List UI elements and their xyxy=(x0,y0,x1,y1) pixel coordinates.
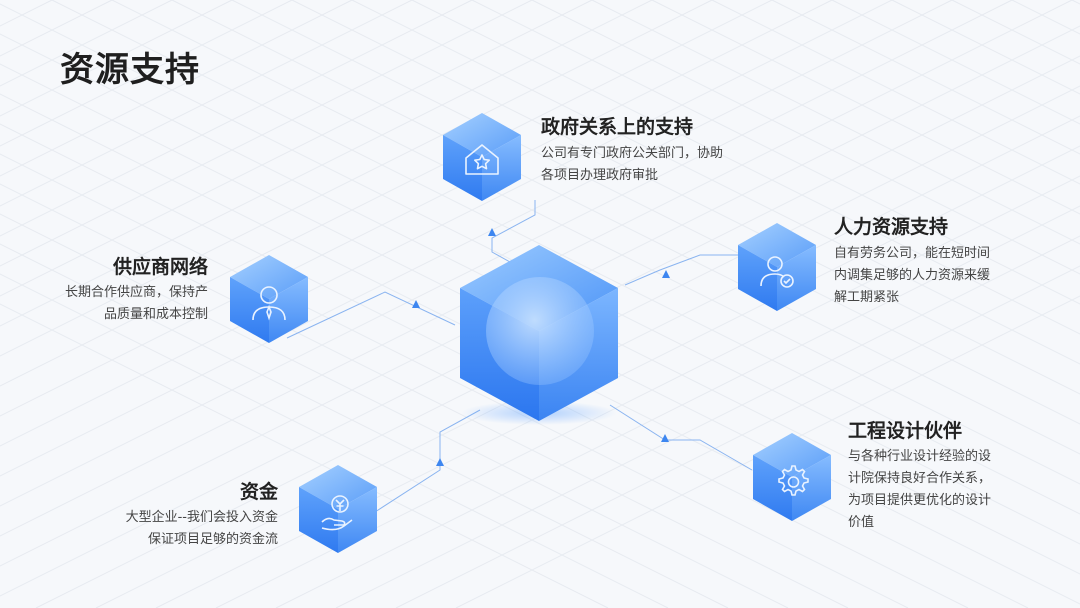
gear-icon xyxy=(778,465,809,496)
yen-hand-icon xyxy=(321,495,353,531)
hr-desc-line: 自有劳务公司，能在短时间 xyxy=(834,246,991,261)
engineering-desc-line: 与各种行业设计经验的设 xyxy=(848,449,992,464)
hr-desc-line: 解工期紧张 xyxy=(834,290,900,305)
government-desc: 公司有专门政府公关部门，协助 各项目办理政府审批 xyxy=(541,143,723,187)
center-cube xyxy=(460,245,618,425)
engineering-title: 工程设计伙伴 xyxy=(848,420,963,442)
arrow-hr xyxy=(662,270,670,278)
connector-government xyxy=(491,200,536,263)
hr-title: 人力资源支持 xyxy=(834,216,949,238)
engineering-cube xyxy=(753,433,831,521)
funding-desc: 大型企业--我们会投入资金 保证项目足够的资金流 xyxy=(90,507,278,551)
connector-hr xyxy=(624,254,738,286)
page-title: 资源支持 xyxy=(60,50,200,90)
engineering-desc-line: 为项目提供更优化的设计 xyxy=(848,493,992,508)
hr-desc: 自有劳务公司，能在短时间 内调集足够的人力资源来缓 解工期紧张 xyxy=(834,243,990,309)
funding-desc-line: 保证项目足够的资金流 xyxy=(147,532,278,547)
person-tie-icon xyxy=(252,286,286,321)
supplier-desc: 长期合作供应商，保持产 品质量和成本控制 xyxy=(40,282,208,326)
hr-desc-line: 内调集足够的人力资源来缓 xyxy=(834,268,991,283)
funding-title: 资金 xyxy=(239,481,278,503)
person-check-icon xyxy=(760,256,794,288)
funding-desc-line: 大型企业--我们会投入资金 xyxy=(125,510,278,525)
supplier-title: 供应商网络 xyxy=(112,256,208,278)
engineering-desc-line: 计院保持良好合作关系， xyxy=(848,471,992,486)
supplier-desc-line: 品质量和成本控制 xyxy=(103,307,208,322)
supplier-cube xyxy=(230,255,308,343)
connector-engineering xyxy=(609,404,753,471)
connector-supplier xyxy=(286,291,456,339)
government-title: 政府关系上的支持 xyxy=(541,116,694,138)
engineering-desc-line: 价值 xyxy=(848,515,875,530)
house-star-icon xyxy=(465,144,499,175)
government-desc-line: 各项目办理政府审批 xyxy=(541,168,659,183)
arrow-supplier xyxy=(412,300,420,308)
arrow-funding xyxy=(436,458,444,466)
arrow-engineering xyxy=(661,434,669,442)
engineering-desc: 与各种行业设计经验的设 计院保持良好合作关系， 为项目提供更优化的设计 价值 xyxy=(848,446,991,534)
hr-cube xyxy=(738,223,816,311)
arrow-government xyxy=(488,228,496,236)
supplier-desc-line: 长期合作供应商，保持产 xyxy=(64,285,208,300)
government-desc-line: 公司有专门政府公关部门，协助 xyxy=(541,146,724,161)
funding-cube xyxy=(299,465,377,553)
connector-funding xyxy=(374,409,481,513)
government-cube xyxy=(443,113,521,201)
